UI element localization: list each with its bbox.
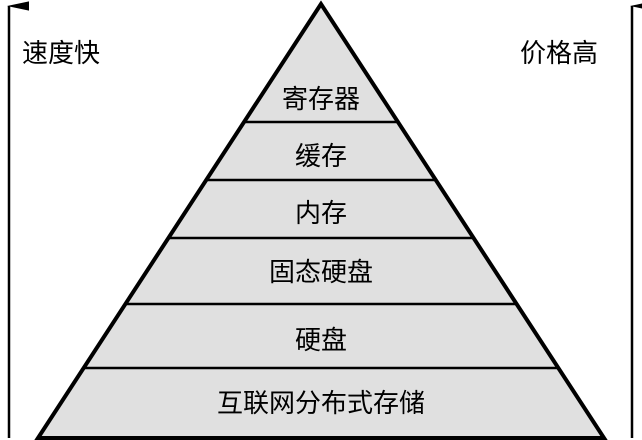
price-label: 价格高 [520, 39, 599, 69]
level-label: 寄存器 [282, 85, 360, 115]
speed-label: 速度快 [22, 39, 101, 69]
pyramid [34, 0, 608, 440]
level-label: 内存 [295, 199, 347, 229]
level-label: 缓存 [295, 142, 347, 172]
level-label: 硬盘 [295, 326, 347, 356]
level-label: 互联网分布式存储 [217, 389, 425, 419]
level-label: 固态硬盘 [269, 258, 373, 288]
